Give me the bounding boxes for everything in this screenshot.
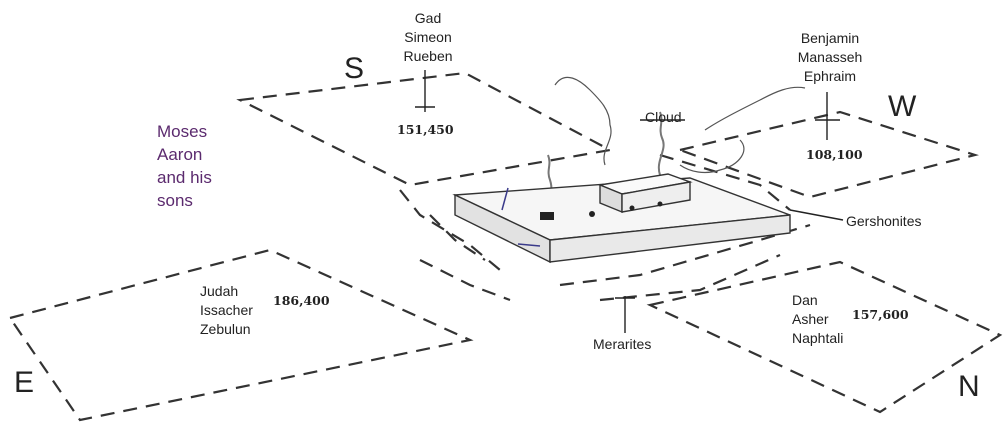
tribe-manasseh: Manasseh: [797, 49, 863, 65]
tribe-dan: Dan: [792, 292, 818, 308]
east-camp-tribes: Judah Issacher Zebulun: [200, 282, 253, 339]
priest-sons: sons: [157, 191, 193, 210]
north-camp-count: 157,600: [852, 307, 909, 322]
priests-label: Moses Aaron and his sons: [157, 120, 212, 212]
east-camp-count: 186,400: [273, 293, 330, 308]
tribe-benjamin: Benjamin: [800, 30, 860, 46]
direction-east-label: E: [14, 366, 35, 399]
south-camp-tribes: Gad Simeon Rueben: [398, 9, 458, 66]
direction-north-label: N: [958, 370, 980, 403]
west-camp-tribes: Benjamin Manasseh Ephraim: [795, 29, 865, 86]
north-camp-outline: [646, 260, 1003, 414]
east-camp-outline: [8, 248, 474, 422]
tribe-ephraim: Ephraim: [803, 68, 857, 84]
merarites-label: Merarites: [593, 336, 652, 352]
direction-west-label: W: [888, 90, 917, 123]
levite-line-2: [429, 214, 486, 261]
tribe-simeon: Simeon: [404, 29, 452, 45]
tribe-gad: Gad: [414, 10, 442, 26]
gershonites-label: Gershonites: [846, 213, 922, 229]
levite-line-5: [419, 259, 511, 302]
north-camp-tribes: Dan Asher Naphtali: [792, 291, 843, 348]
west-camp-outline: [676, 110, 979, 199]
tribe-rueben: Rueben: [403, 48, 453, 64]
priest-and-his: and his: [157, 168, 212, 187]
tribe-issacher: Issacher: [200, 302, 253, 318]
priest-aaron: Aaron: [157, 145, 203, 164]
tribe-naphtali: Naphtali: [792, 330, 844, 346]
direction-south-label: S: [344, 52, 365, 85]
altar: [540, 201, 663, 220]
tribe-judah: Judah: [200, 283, 239, 299]
south-camp-outline: [236, 71, 614, 187]
cloud-label: Cloud: [645, 109, 682, 125]
gershonites-pointer: [789, 209, 844, 221]
tent-of-meeting: [597, 173, 693, 214]
tribe-zebulun: Zebulun: [200, 321, 251, 337]
priest-moses: Moses: [157, 122, 208, 141]
gate: [501, 187, 541, 247]
west-camp-count: 108,100: [806, 147, 863, 162]
tribe-asher: Asher: [792, 311, 829, 327]
levite-line-3: [659, 153, 791, 211]
south-camp-count: 151,450: [397, 122, 454, 137]
levite-line-6: [599, 253, 781, 302]
cloud-outline: [554, 76, 806, 174]
